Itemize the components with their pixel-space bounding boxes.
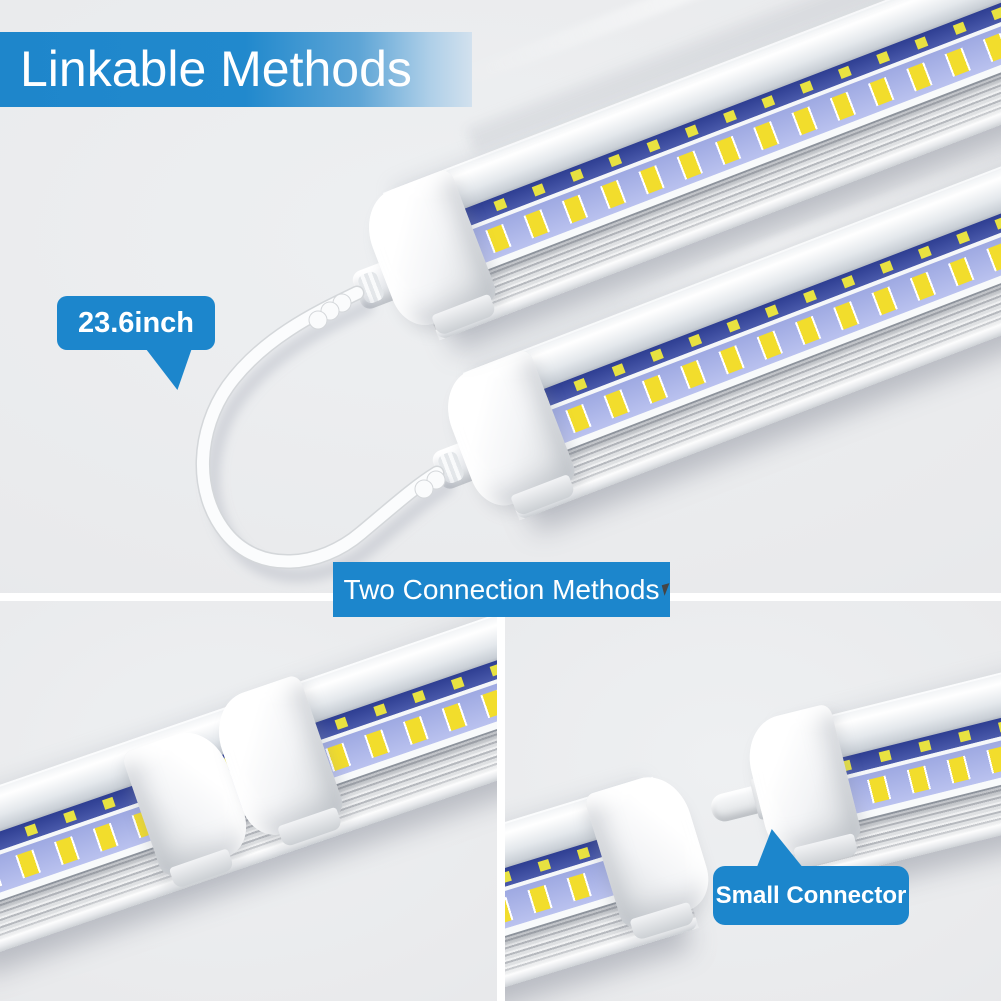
mounting-foot (168, 848, 235, 890)
cable-strain-relief (308, 293, 446, 499)
led-tube-left (505, 767, 728, 1001)
bottom-right-photo-small-connector: Small Connector (505, 601, 1001, 1001)
cable-length-bubble: 23.6inch (57, 296, 215, 350)
small-connector-bubble: Small Connector (713, 866, 909, 925)
led-tube-joined (0, 601, 497, 964)
vertical-divider (497, 601, 505, 1001)
connection-methods-label: Two Connection Methods (343, 573, 660, 605)
linking-cable (195, 285, 454, 583)
page-title: Linkable Methods (20, 41, 412, 97)
connection-methods-banner: Two Connection Methods (333, 562, 670, 617)
bottom-left-photo-direct-connection (0, 601, 497, 1001)
cable-length-label: 23.6inch (77, 306, 195, 339)
small-connector-label: Small Connector (715, 881, 907, 909)
title-banner: Linkable Methods (0, 32, 472, 107)
